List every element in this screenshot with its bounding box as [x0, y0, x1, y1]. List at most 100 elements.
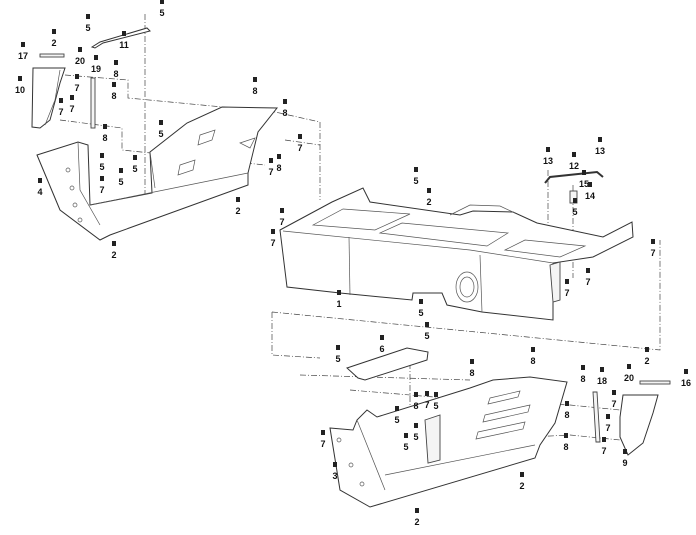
callout-part-2: 2 — [414, 517, 419, 527]
callout-part-12: 12 — [569, 161, 579, 171]
callout-part-8: 8 — [530, 356, 535, 366]
fastener-icon — [253, 77, 257, 82]
fastener-icon — [565, 279, 569, 284]
fastener-icon — [380, 335, 384, 340]
fastener-icon — [572, 152, 576, 157]
callout-part-8: 8 — [563, 442, 568, 452]
fastener-icon — [94, 55, 98, 60]
fastener-icon — [18, 76, 22, 81]
bracket-part-19 — [90, 77, 96, 129]
callout-part-5: 5 — [424, 331, 429, 341]
fastener-icon — [434, 392, 438, 397]
callout-part-8: 8 — [252, 86, 257, 96]
fastener-icon — [395, 406, 399, 411]
skid-plate-part-4 — [36, 106, 279, 241]
side-guard-part-9 — [619, 394, 659, 456]
fastener-icon — [598, 137, 602, 142]
fastener-icon — [651, 239, 655, 244]
callout-part-2: 2 — [644, 356, 649, 366]
bar-part-6 — [346, 347, 429, 381]
callout-part-7: 7 — [279, 217, 284, 227]
callout-part-5: 5 — [394, 415, 399, 425]
fastener-icon — [160, 0, 164, 4]
fastener-icon — [404, 433, 408, 438]
fastener-icon — [684, 369, 688, 374]
callout-part-5: 5 — [99, 162, 104, 172]
callout-part-8: 8 — [469, 368, 474, 378]
callout-part-5: 5 — [403, 442, 408, 452]
callout-part-13: 13 — [543, 156, 553, 166]
callout-part-7: 7 — [268, 167, 273, 177]
callout-part-20: 20 — [75, 56, 85, 66]
fastener-icon — [112, 82, 116, 87]
fastener-icon — [582, 170, 586, 175]
fastener-icon — [298, 134, 302, 139]
fastener-icon — [337, 290, 341, 295]
fastener-icon — [414, 423, 418, 428]
callout-part-7: 7 — [58, 107, 63, 117]
callout-part-6: 6 — [379, 344, 384, 354]
callout-part-5: 5 — [413, 176, 418, 186]
callout-part-2: 2 — [111, 250, 116, 260]
fastener-icon — [336, 345, 340, 350]
callout-part-20: 20 — [624, 373, 634, 383]
callout-part-5: 5 — [85, 23, 90, 33]
callout-part-9: 9 — [622, 458, 627, 468]
fastener-icon — [531, 347, 535, 352]
fastener-icon — [122, 31, 126, 36]
fastener-icon — [427, 188, 431, 193]
fastener-icon — [100, 153, 104, 158]
fastener-icon — [415, 508, 419, 513]
fastener-icon — [269, 158, 273, 163]
plate-part-16 — [639, 380, 671, 385]
callout-part-8: 8 — [276, 163, 281, 173]
fastener-icon — [602, 437, 606, 442]
fastener-icon — [414, 392, 418, 397]
fastener-icon — [21, 42, 25, 47]
fastener-icon — [520, 472, 524, 477]
fastener-icon — [112, 241, 116, 246]
callout-part-19: 19 — [91, 64, 101, 74]
callout-part-7: 7 — [320, 439, 325, 449]
callout-part-7: 7 — [564, 288, 569, 298]
callout-part-1: 1 — [336, 299, 341, 309]
fastener-icon — [600, 367, 604, 372]
fastener-icon — [59, 98, 63, 103]
skid-plate-part-3 — [329, 376, 568, 508]
callout-part-15: 15 — [579, 179, 589, 189]
callout-part-2: 2 — [51, 38, 56, 48]
fastener-icon — [425, 391, 429, 396]
callout-part-10: 10 — [15, 85, 25, 95]
callout-part-7: 7 — [605, 423, 610, 433]
fastener-icon — [159, 120, 163, 125]
fastener-icon — [419, 299, 423, 304]
fastener-icon — [78, 47, 82, 52]
fastener-icon — [470, 359, 474, 364]
fastener-icon — [573, 198, 577, 203]
callout-part-2: 2 — [235, 206, 240, 216]
fastener-icon — [606, 414, 610, 419]
callout-part-2: 2 — [426, 197, 431, 207]
fastener-icon — [623, 449, 627, 454]
callout-part-14: 14 — [585, 191, 595, 201]
floor-tub-part-1 — [279, 187, 634, 321]
fastener-icon — [645, 347, 649, 352]
callout-part-7: 7 — [650, 248, 655, 258]
fastener-icon — [86, 14, 90, 19]
plate-part-17 — [39, 53, 65, 58]
callout-part-5: 5 — [132, 164, 137, 174]
fastener-icon — [581, 365, 585, 370]
callout-part-7: 7 — [601, 446, 606, 456]
callout-part-2: 2 — [519, 481, 524, 491]
callout-part-5: 5 — [418, 308, 423, 318]
fastener-icon — [586, 268, 590, 273]
fastener-icon — [277, 154, 281, 159]
fastener-icon — [236, 197, 240, 202]
callout-part-18: 18 — [597, 376, 607, 386]
callout-part-5: 5 — [118, 177, 123, 187]
fastener-icon — [546, 147, 550, 152]
callout-part-7: 7 — [424, 400, 429, 410]
fastener-icon — [119, 168, 123, 173]
